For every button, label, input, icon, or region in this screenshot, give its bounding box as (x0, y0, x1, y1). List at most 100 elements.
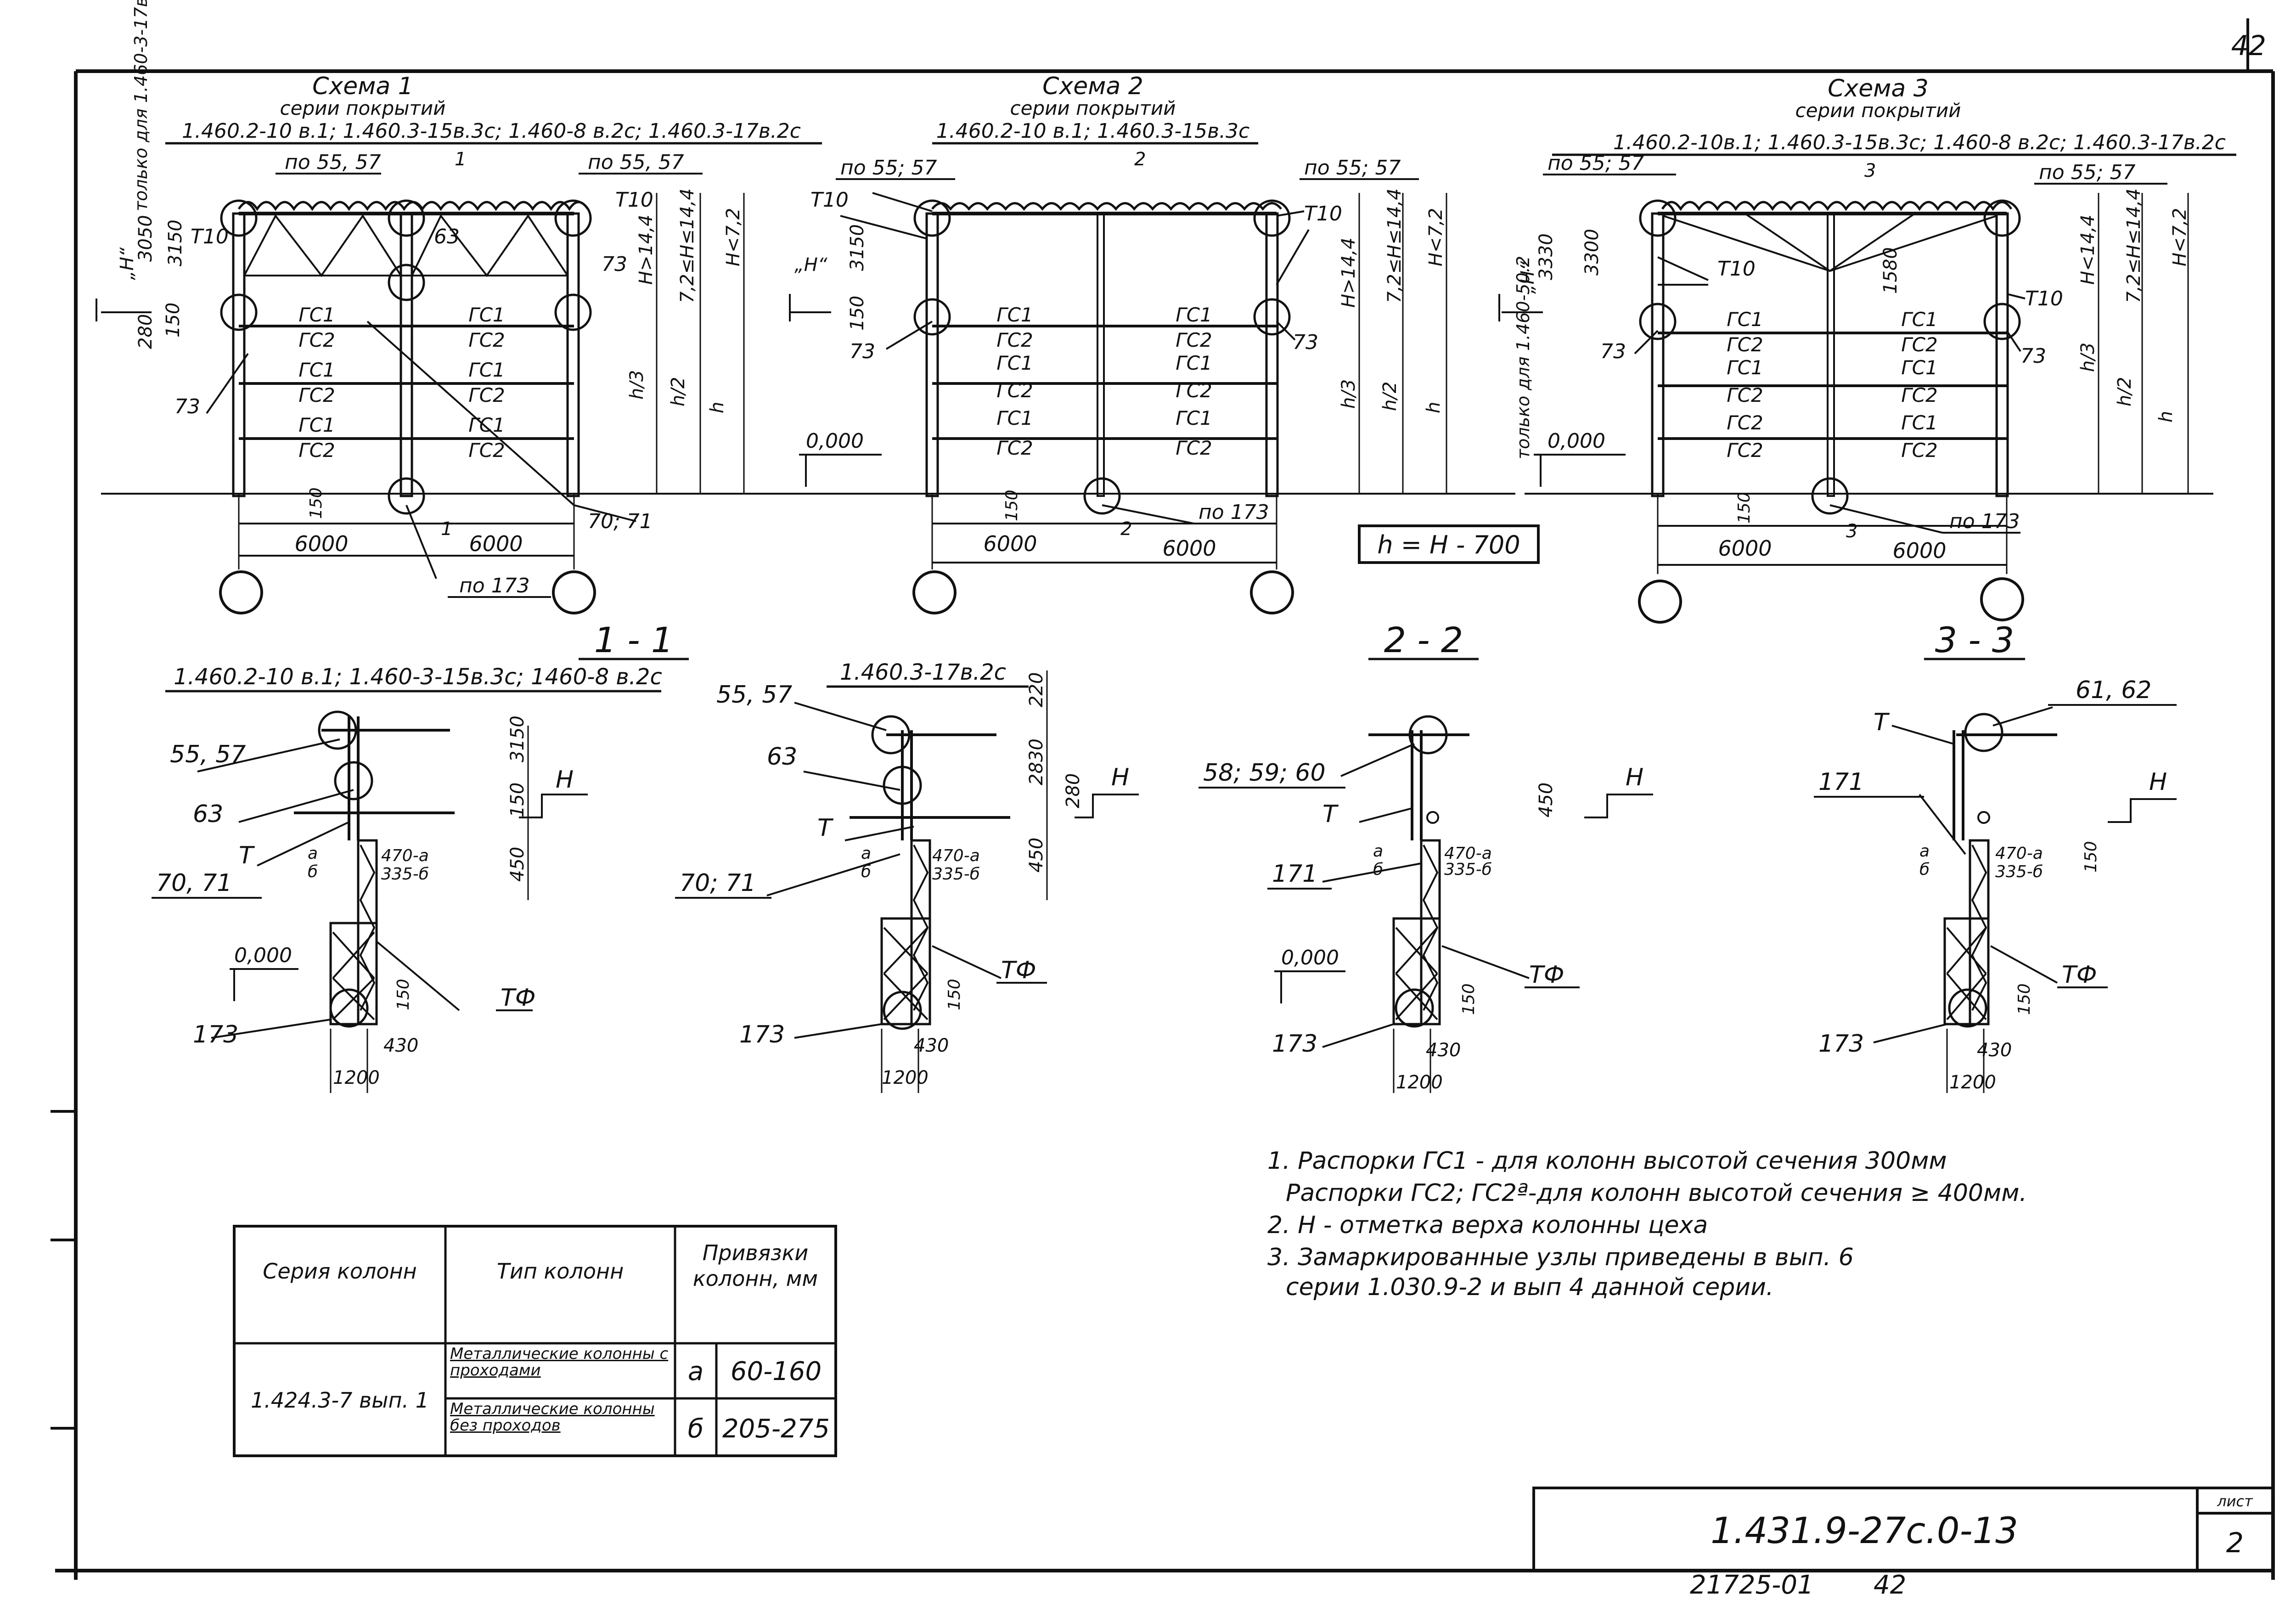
scheme-3-series: 1.460.2-10в.1; 1.460.3-15в.3с; 1.460-8 в… (1613, 131, 2226, 154)
s2-dim-v-4: h/3 (1338, 379, 1359, 409)
section-2-dim-7: 150 (945, 979, 964, 1010)
section-4-mark-2: Т (1874, 709, 1890, 736)
s3-strut-r-6: ГС2 (1901, 439, 1937, 462)
scheme-1: Схема 1 серии покрытий 1.460.2-10 в.1; 1… (96, 0, 850, 614)
section-2-2: 2 - 2 58; 59; 60 Т 171 173 ТФ 450 470-а … (1199, 620, 1653, 1093)
s1-mark-2: по 55, 57 (588, 151, 684, 174)
title-block: 1.431.9-27с.0-13 лист 2 21725-01 42 (1532, 1487, 2274, 1600)
s2-strut-r-2: ГС2 (1176, 329, 1212, 351)
s3-strut-l-5: ГС2 (1727, 411, 1763, 434)
section-2-ab-a: а (861, 844, 871, 863)
s2-cut-bottom: 2 (1120, 518, 1132, 540)
s1-strut-r-1: ГС1 (468, 304, 505, 326)
section-4-dim-3: 335-б (1995, 862, 2043, 881)
s1-strut-r-6: ГС2 (468, 439, 505, 462)
s3-mark-1: по 55; 57 (1548, 152, 1644, 175)
section-2-dim-3: 280 (1063, 773, 1084, 808)
scheme-1-title: Схема 1 (312, 73, 413, 100)
section-1-1-alt: 1.460.3-17в.2с 55, 57 63 Т 70; 71 173 ТФ… (675, 659, 1139, 1093)
section-4-dim-4: 150 (2015, 983, 2034, 1015)
s3-strut-l-4: ГС2 (1727, 384, 1763, 406)
s3-mark-5: 73 (1600, 340, 1626, 363)
section-3-level-h: H (1626, 764, 1643, 791)
note-3b: серии 1.030.9-2 и вып 4 данной серии. (1286, 1273, 1773, 1301)
s1-strut-l-5: ГС1 (298, 414, 335, 436)
section-4-dim-2: 470-а (1995, 844, 2043, 863)
s3-level-zero: 0,000 (1548, 429, 1605, 453)
s1-span-1: 6000 (294, 531, 348, 556)
s3-mark-4: Т10 (2025, 287, 2063, 310)
s1-dim-3150: 3150 (165, 220, 186, 266)
section-3-mark-1: 58; 59; 60 (1203, 759, 1326, 787)
section-4-ab-a: а (1919, 842, 1930, 861)
section-4-dim-6: 1200 (1949, 1072, 1996, 1093)
s1-strut-l-6: ГС2 (298, 439, 335, 462)
section-1-1: 1 - 1 1.460.2-10 в.1; 1.460-3-15в.3с; 14… (152, 620, 689, 1093)
scheme-2-subtitle: серии покрытий (1010, 97, 1176, 119)
s3-strut-l-1: ГС1 (1727, 308, 1763, 331)
notes: 1. Распорки ГС1 - для колонн высотой сеч… (1267, 1147, 2027, 1301)
section-1-dim-8: 1200 (333, 1067, 380, 1088)
section-3-mark-2: Т (1322, 800, 1339, 828)
s1-dim-v-3: H<7,2 (723, 208, 744, 266)
section-3-3: 3 - 3 61, 62 Т 171 173 ТФ 150 470-а 335-… (1814, 620, 2177, 1093)
section-2-dim-9: 1200 (882, 1067, 929, 1088)
s2-dim-v-3: H<7,2 (1425, 208, 1446, 266)
formula-text: h = H - 700 (1377, 530, 1520, 559)
s3-dim-v-4: h/3 (2077, 343, 2099, 372)
s3-mark-7: по 173 (1949, 510, 2020, 533)
table-row-2-letter: б (688, 1414, 704, 1444)
s3-strut-r-3: ГС1 (1901, 356, 1937, 379)
s2-dim-v-5: h/2 (1379, 382, 1401, 411)
section-4-mark-5: ТФ (2062, 961, 2097, 989)
s3-strut-l-6: ГС2 (1727, 439, 1763, 462)
s1-dim-150: 150 (163, 303, 184, 338)
s1-cut-top: 1 (455, 149, 466, 170)
scheme-2-series: 1.460.2-10 в.1; 1.460.3-15в.3с (936, 119, 1249, 143)
section-2-mark-2: 63 (767, 743, 797, 771)
scheme-2-title: Схема 2 (1042, 73, 1143, 100)
s3-strut-r-1: ГС1 (1901, 308, 1937, 331)
s1-mark-8: 70; 71 (588, 510, 653, 533)
s2-mark-3: Т10 (810, 188, 849, 212)
section-1-mark-5: 173 (193, 1021, 238, 1048)
s2-dim-3150: 3150 (847, 224, 868, 271)
s2-strut-r-5: ГС1 (1176, 407, 1212, 429)
note-1: 1. Распорки ГС1 - для колонн высотой сеч… (1267, 1147, 1947, 1175)
s2-foot-dim: 150 (1002, 490, 1021, 521)
section-1-level-zero: 0,000 (234, 944, 292, 967)
s2-strut-r-6: ГС2 (1176, 437, 1212, 459)
section-1-dim-5: 335-б (381, 865, 429, 884)
section-3-mark-3: 171 (1272, 860, 1317, 888)
s3-dim-v-6: h (2155, 411, 2177, 423)
s3-mark-2: по 55; 57 (2039, 161, 2135, 184)
formula-box: h = H - 700 (1358, 524, 1540, 564)
s3-strut-l-2: ГС2 (1727, 333, 1763, 356)
section-2-mark-3: Т (817, 814, 834, 842)
table-header-type: Тип колонн (496, 1259, 624, 1284)
s3-cut-top: 3 (1864, 160, 1876, 181)
section-1-mark-2: 63 (193, 800, 223, 828)
s1-mark-6: 73 (174, 395, 200, 418)
section-1-mark-4: 70, 71 (156, 869, 232, 897)
s2-strut-l-4: ГС2 (996, 379, 1033, 402)
section-1-dim-2: 150 (507, 783, 528, 817)
section-1-series: 1.460.2-10 в.1; 1.460-3-15в.3с; 1460-8 в… (174, 664, 662, 690)
s3-dim-3300: 3300 (1581, 229, 1603, 276)
page-number: 42 (2231, 30, 2266, 62)
section-3-dim-2: 470-а (1444, 844, 1492, 863)
table-row-2-type: Металлические колонны без проходов (450, 1401, 655, 1435)
s1-dim-v-6: h (707, 402, 728, 413)
s2-dim-v-1: H>14,4 (1338, 237, 1359, 308)
scheme-3-only-for: только для 1.460-50.2 (1513, 256, 1533, 459)
table-row-2-value: 205-275 (722, 1414, 830, 1444)
table-row-1-letter: а (688, 1357, 703, 1386)
drawing-code: 1.431.9-27с.0-13 (1711, 1510, 2018, 1552)
s3-mark-3: Т10 (1717, 257, 1756, 281)
section-4-level-h: H (2149, 768, 2167, 796)
s3-strut-r-5: ГС1 (1901, 411, 1937, 434)
s1-dim-v-5: h/2 (668, 377, 689, 406)
section-4-mark-3: 171 (1818, 768, 1864, 796)
s2-level-zero: 0,000 (806, 429, 864, 453)
